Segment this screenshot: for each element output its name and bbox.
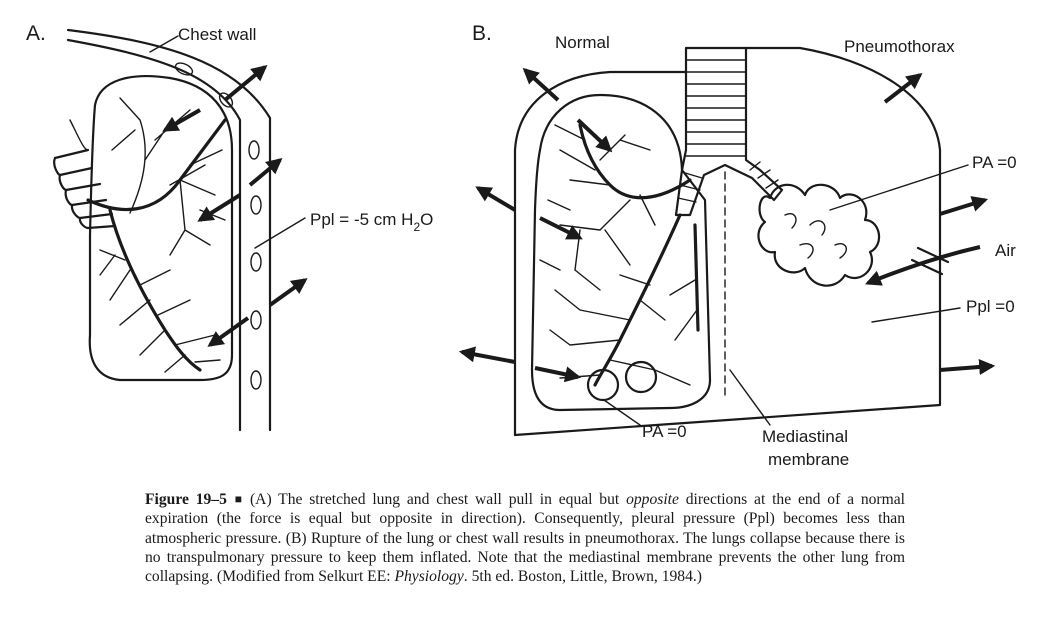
caption-text-3: . 5th ed. Boston, Little, Brown, 1984.) <box>463 568 702 586</box>
mediastinal-label-line2: membrane <box>768 450 849 469</box>
lung-a <box>53 75 234 382</box>
caption-text-2: directions at the end of a normal expira… <box>145 491 906 586</box>
chest-wall-a <box>66 28 272 432</box>
mediastinal-leader <box>729 369 771 426</box>
inward-force-arrow <box>207 316 250 347</box>
ppl-label-a: Ppl = -5 cm H2O <box>310 210 433 234</box>
caption-marker: ■ <box>231 492 245 506</box>
chest-wall-ribs <box>174 62 262 390</box>
chest-wall-label: Chest wall <box>178 25 256 44</box>
outward-force-arrow <box>458 346 516 364</box>
pneumothorax-label: Pneumothorax <box>844 37 955 56</box>
inward-force-arrow <box>539 216 583 240</box>
caption-emphasis: opposite <box>626 491 679 508</box>
bronchial-tree-a <box>86 97 227 373</box>
pa-right-leader <box>829 164 969 211</box>
inward-force-arrow <box>534 366 582 383</box>
outward-force-arrow <box>883 73 923 104</box>
mediastinal-label-line1: Mediastinal <box>762 427 848 446</box>
figure-caption: Figure 19–5 ■ (A) The stretched lung and c… <box>145 490 905 586</box>
ppl-leader-a <box>254 217 306 249</box>
outward-force-arrow <box>268 278 308 307</box>
outward-force-arrow <box>248 157 283 187</box>
ppl-right-leader <box>871 307 961 323</box>
outward-force-arrow <box>939 196 989 216</box>
chest-wall-leader <box>149 35 179 53</box>
force-arrows-a <box>162 64 308 347</box>
ppl-right-label: Ppl =0 <box>966 297 1015 316</box>
pa-right-label: PA =0 <box>972 153 1017 172</box>
force-arrows-b <box>458 67 996 383</box>
caption-text-1: (A) The stretched lung and chest wall pu… <box>249 491 627 508</box>
normal-label: Normal <box>555 33 610 52</box>
collapsed-lung-b <box>757 183 881 287</box>
pa-bottom-leader <box>603 399 641 426</box>
outward-force-arrow <box>475 186 517 212</box>
panel-b-letter: B. <box>472 22 492 45</box>
alveoli-b <box>586 360 658 402</box>
air-inflow-arrow <box>865 245 981 286</box>
collapsed-lung-folds <box>784 213 848 259</box>
chest-cavity-b <box>513 46 942 437</box>
inward-force-arrow <box>576 118 613 153</box>
inward-force-arrow <box>162 108 201 132</box>
pa-bottom-label: PA =0 <box>642 422 687 441</box>
outward-force-arrow <box>522 67 560 102</box>
outward-force-arrow <box>939 359 996 375</box>
outward-force-arrow <box>223 64 268 102</box>
caption-source-title: Physiology <box>394 568 464 586</box>
figure-label: Figure 19–5 <box>145 491 227 508</box>
inward-force-arrow <box>197 193 242 222</box>
trachea-b <box>674 46 784 217</box>
trachea-a <box>53 119 117 230</box>
bronchial-tree-b <box>539 123 700 387</box>
panel-a-letter: A. <box>26 22 46 45</box>
normal-lung-b <box>530 93 712 412</box>
air-label: Air <box>995 241 1016 260</box>
